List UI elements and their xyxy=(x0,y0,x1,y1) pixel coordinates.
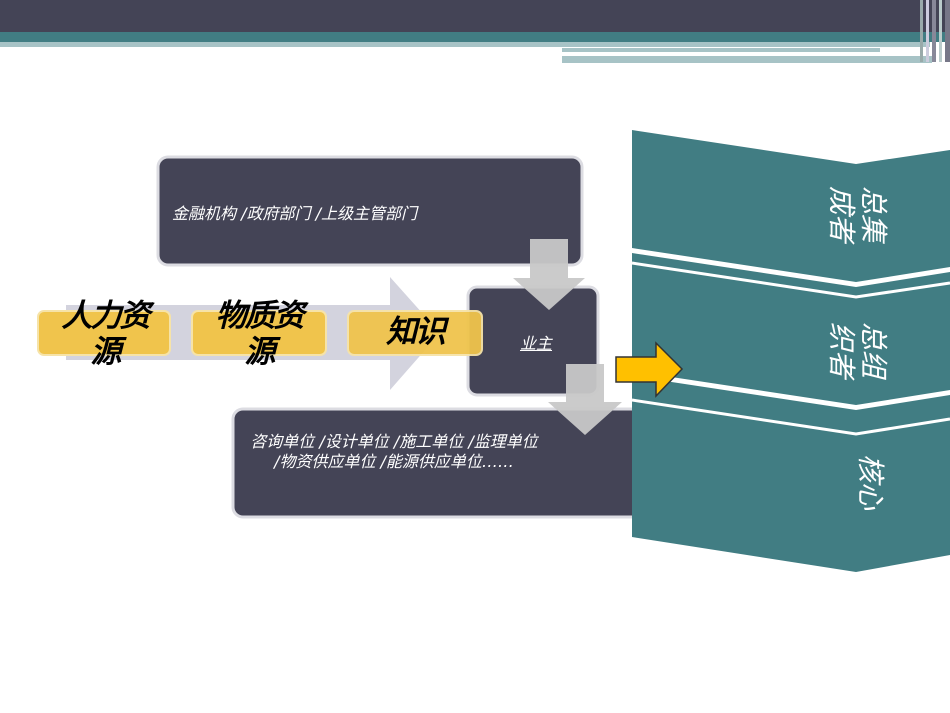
header-light-stripe xyxy=(0,42,930,47)
owner-label: 业主 xyxy=(520,334,553,353)
chevron-3-label: 核心 xyxy=(854,454,887,511)
header-line xyxy=(562,56,932,63)
chevron-divider xyxy=(631,398,950,436)
header-line xyxy=(562,48,880,52)
resource-label: 物质资源 xyxy=(215,298,305,370)
header-corner-lines xyxy=(920,0,950,62)
down-arrow-icon xyxy=(513,239,585,310)
chevron-1-label: 总集 成者 xyxy=(825,186,890,243)
resource-label: 人力资源 xyxy=(61,298,151,370)
resource-box xyxy=(347,310,483,356)
chevron-2-label: 总组 织者 xyxy=(825,322,890,379)
chevron-2 xyxy=(632,253,950,405)
top-box xyxy=(156,155,584,267)
resource-box xyxy=(191,310,327,356)
header-teal-stripe xyxy=(0,32,950,42)
down-arrow-icon xyxy=(548,364,622,435)
chevron-1 xyxy=(632,130,950,282)
right-arrow-icon xyxy=(615,341,684,398)
chevron-3 xyxy=(632,376,950,572)
top-box-text: 金融机构 /政府部门 /上级主管部门 xyxy=(172,204,417,223)
resource-box xyxy=(37,310,171,356)
bottom-box-text: 咨询单位 /设计单位 /施工单位 /监理单位 /物资供应单位 /能源供应单位…… xyxy=(250,432,538,471)
resource-label: 知识 xyxy=(386,314,446,350)
header-bar xyxy=(0,0,950,32)
chevron-divider xyxy=(631,261,950,299)
